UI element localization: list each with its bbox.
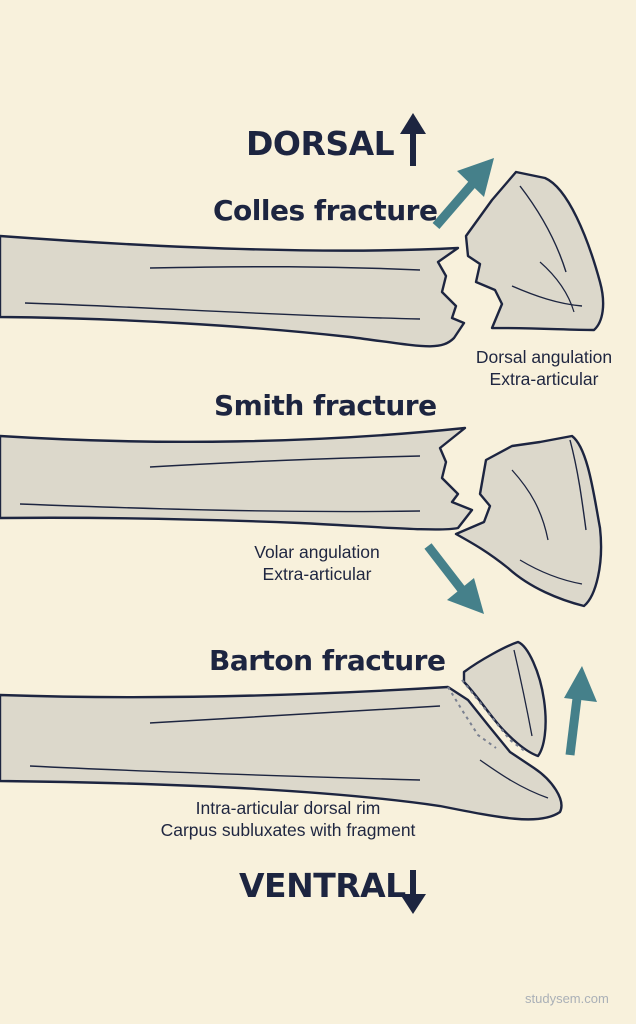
volar-displacement-arrow bbox=[447, 578, 484, 614]
smith-note: Volar angulation Extra-articular bbox=[222, 541, 412, 585]
smith-note-line-2: Extra-articular bbox=[262, 564, 372, 584]
colles-note-line-1: Dorsal angulation bbox=[475, 347, 613, 367]
barton-displacement-arrow bbox=[564, 666, 597, 702]
colles-title: Colles fracture bbox=[213, 194, 438, 227]
colles-note: Dorsal angulation Extra-articular bbox=[452, 346, 636, 390]
barton-note-line-2: Carpus subluxates with fragment bbox=[160, 820, 416, 840]
site-credit: studysem.com bbox=[525, 991, 609, 1006]
colles-radius-shaft bbox=[0, 234, 466, 348]
colles-note-line-2: Extra-articular bbox=[489, 369, 599, 389]
ventral-label: VENTRAL bbox=[239, 866, 406, 905]
barton-note: Intra-articular dorsal rim Carpus sublux… bbox=[108, 797, 468, 841]
colles-illustration bbox=[0, 158, 605, 348]
dorsal-displacement-arrow bbox=[457, 158, 494, 197]
barton-dorsal-rim-fragment bbox=[462, 640, 547, 758]
ventral-arrow-icon bbox=[400, 870, 426, 914]
smith-radius-shaft bbox=[0, 426, 474, 531]
dorsal-label: DORSAL bbox=[246, 124, 395, 163]
smith-distal-fragment bbox=[454, 434, 603, 608]
barton-note-line-1: Intra-articular dorsal rim bbox=[195, 798, 381, 818]
smith-note-line-1: Volar angulation bbox=[254, 542, 380, 562]
smith-illustration bbox=[0, 426, 603, 614]
smith-title: Smith fracture bbox=[214, 389, 437, 422]
dorsal-arrow-icon bbox=[400, 113, 426, 166]
barton-radius-shaft bbox=[0, 685, 563, 821]
barton-illustration bbox=[0, 640, 597, 821]
barton-title: Barton fracture bbox=[209, 644, 446, 677]
colles-distal-fragment bbox=[464, 170, 605, 332]
